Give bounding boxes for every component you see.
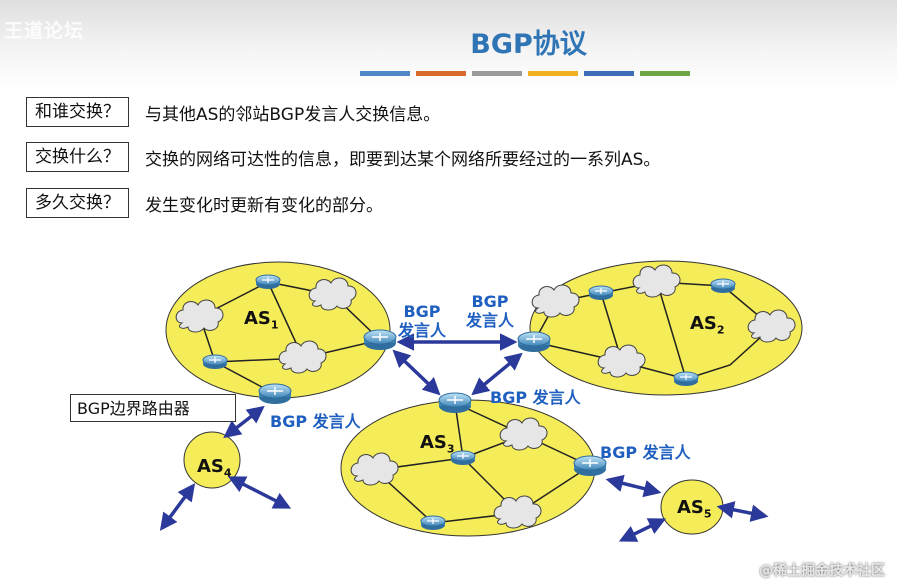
bgp-router-icon bbox=[517, 331, 551, 353]
as3-label: AS3 bbox=[420, 432, 455, 456]
bgp-label-line: BGP bbox=[471, 292, 509, 311]
slide-title-text: BGP协议 bbox=[470, 29, 587, 60]
as-subscript: 5 bbox=[703, 507, 712, 521]
color-bar bbox=[584, 71, 634, 76]
slide-title: BGP协议 bbox=[0, 22, 897, 61]
bgp-speaker-label-as1: BGP 发言人 bbox=[270, 412, 361, 431]
router-icon bbox=[450, 450, 476, 466]
as-prefix: AS bbox=[197, 456, 224, 477]
bgp-router-icon bbox=[363, 329, 397, 351]
as-prefix: AS bbox=[677, 497, 704, 518]
source-credit: @稀土掘金技术社区 bbox=[759, 563, 885, 579]
qa-row-what: 交换什么？ 交换的网络可达性的信息，即要到达某个网络所要经过的一系列AS。 bbox=[26, 142, 660, 172]
as1-label: AS1 bbox=[244, 308, 279, 332]
color-bar bbox=[472, 71, 522, 76]
bgp-border-router-callout: BGP边界路由器 bbox=[70, 394, 236, 422]
qa-row-who: 和谁交换？ 与其他AS的邻站BGP发言人交换信息。 bbox=[26, 97, 440, 127]
title-color-bars bbox=[360, 71, 690, 76]
router-icon bbox=[420, 515, 446, 531]
bgp-speaker-label-right: BGP 发言人 bbox=[466, 292, 514, 330]
router-icon bbox=[710, 278, 736, 294]
bgp-label-line: BGP bbox=[403, 302, 441, 321]
answer-text: 发生变化时更新有变化的部分。 bbox=[145, 195, 383, 216]
bgp-router-icon bbox=[438, 392, 472, 414]
bgp-label-line: 发言人 bbox=[398, 321, 447, 340]
as-subscript: 1 bbox=[270, 318, 279, 332]
question-box: 和谁交换？ bbox=[26, 97, 129, 127]
answer-text: 交换的网络可达性的信息，即要到达某个网络所要经过的一系列AS。 bbox=[145, 149, 661, 170]
as-subscript: 2 bbox=[716, 323, 725, 337]
as-prefix: AS bbox=[244, 308, 271, 329]
bgp-border-router-icon bbox=[258, 383, 292, 405]
as-prefix: AS bbox=[420, 432, 447, 453]
as5-label: AS5 bbox=[677, 497, 712, 521]
answer-text: 与其他AS的邻站BGP发言人交换信息。 bbox=[145, 104, 441, 125]
color-bar bbox=[528, 71, 578, 76]
question-box: 多久交换？ bbox=[26, 188, 129, 218]
watermark: 王道论坛 bbox=[4, 20, 85, 42]
bgp-label-line: 发言人 bbox=[466, 311, 515, 330]
as-subscript: 4 bbox=[223, 466, 232, 480]
as-subscript: 3 bbox=[446, 442, 455, 456]
bgp-speaker-label-left: BGP 发言人 bbox=[398, 302, 446, 340]
question-box: 交换什么？ bbox=[26, 142, 129, 172]
as4-label: AS4 bbox=[197, 456, 232, 480]
as-prefix: AS bbox=[690, 313, 717, 334]
router-icon bbox=[588, 285, 614, 301]
router-icon bbox=[673, 371, 699, 387]
as2-label: AS2 bbox=[690, 313, 725, 337]
color-bar bbox=[640, 71, 690, 76]
bgp-speaker-label-as3-right: BGP 发言人 bbox=[600, 443, 691, 462]
bgp-session-arrows bbox=[159, 333, 769, 542]
as4-region bbox=[183, 431, 241, 489]
qa-row-when: 多久交换？ 发生变化时更新有变化的部分。 bbox=[26, 188, 383, 218]
color-bar bbox=[360, 71, 410, 76]
bgp-speaker-label-as3: BGP 发言人 bbox=[490, 388, 581, 407]
router-icon bbox=[202, 354, 228, 370]
color-bar bbox=[416, 71, 466, 76]
router-icon bbox=[255, 274, 281, 290]
